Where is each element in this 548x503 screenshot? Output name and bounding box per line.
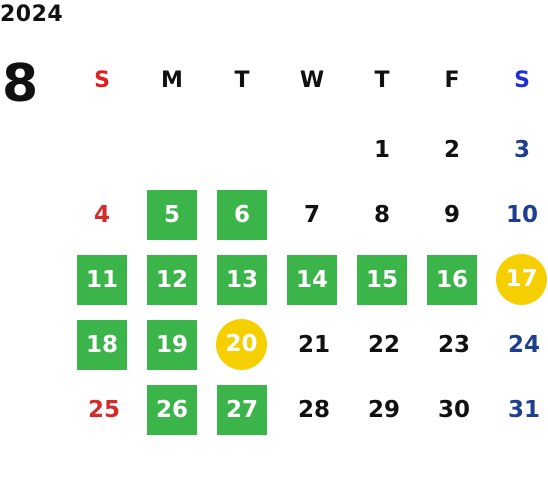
day-cell[interactable]: 20: [216, 319, 267, 370]
day-cell[interactable]: 11: [77, 255, 127, 305]
day-cell[interactable]: 14: [287, 255, 337, 305]
day-cell[interactable]: 6: [217, 190, 267, 240]
weekday-sunday: S: [94, 68, 110, 93]
day-cell[interactable]: 1: [373, 137, 390, 163]
day-cell[interactable]: 18: [77, 320, 127, 370]
day-cell[interactable]: 3: [513, 137, 530, 163]
day-cell[interactable]: 15: [357, 255, 407, 305]
weekday-thursday: T: [374, 68, 390, 93]
weekday-friday: F: [444, 68, 460, 93]
day-cell[interactable]: 12: [147, 255, 197, 305]
day-cell[interactable]: 17: [496, 254, 547, 305]
weekday-tuesday: T: [234, 68, 250, 93]
day-cell[interactable]: 10: [505, 202, 538, 228]
day-cell[interactable]: 4: [93, 202, 110, 228]
day-cell[interactable]: 23: [437, 332, 470, 358]
day-cell[interactable]: 16: [427, 255, 477, 305]
day-cell[interactable]: 19: [147, 320, 197, 370]
day-cell[interactable]: 22: [367, 332, 400, 358]
day-cell[interactable]: 2: [443, 137, 460, 163]
day-cell[interactable]: 29: [367, 397, 400, 423]
day-cell[interactable]: 5: [147, 190, 197, 240]
day-cell[interactable]: 8: [373, 202, 390, 228]
month-label: 8: [2, 54, 39, 114]
weekday-monday: M: [161, 68, 183, 93]
year-label: 2024: [0, 2, 64, 27]
weekday-wednesday: W: [299, 68, 325, 93]
day-cell[interactable]: 13: [217, 255, 267, 305]
day-cell[interactable]: 21: [297, 332, 330, 358]
day-cell[interactable]: 31: [507, 397, 540, 423]
day-cell[interactable]: 28: [297, 397, 330, 423]
day-cell[interactable]: 27: [217, 385, 267, 435]
day-cell[interactable]: 26: [147, 385, 197, 435]
weekday-saturday: S: [514, 68, 530, 93]
day-cell[interactable]: 25: [87, 397, 120, 423]
day-cell[interactable]: 9: [443, 202, 460, 228]
day-cell[interactable]: 30: [437, 397, 470, 423]
day-cell[interactable]: 7: [303, 202, 320, 228]
day-cell[interactable]: 24: [507, 332, 540, 358]
